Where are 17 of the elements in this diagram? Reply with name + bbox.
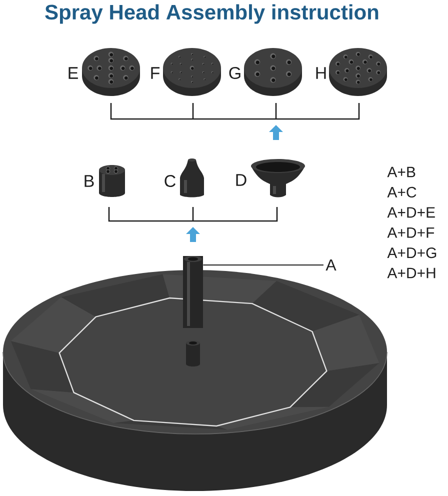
combination-text: A+D+F — [387, 227, 434, 238]
part-letter: D — [236, 174, 246, 186]
part-letter: A — [326, 260, 336, 270]
combination-text: A+D+G — [387, 248, 436, 258]
part-letter: B — [84, 175, 94, 187]
part-letter: H — [316, 67, 326, 79]
combination-text: A+C — [387, 186, 416, 198]
part-letter: E — [68, 67, 78, 79]
leader-line — [202, 264, 324, 266]
pipe — [183, 256, 203, 328]
part-letter: F — [151, 67, 160, 79]
combination-text: A+B — [387, 166, 416, 178]
combination-text: A+D+E — [387, 207, 435, 218]
combination-text: A+D+H — [387, 268, 436, 278]
part-letter: G — [229, 66, 240, 80]
title: Spray Head Assembly instruction — [45, 4, 378, 24]
part-letter: C — [164, 174, 176, 188]
